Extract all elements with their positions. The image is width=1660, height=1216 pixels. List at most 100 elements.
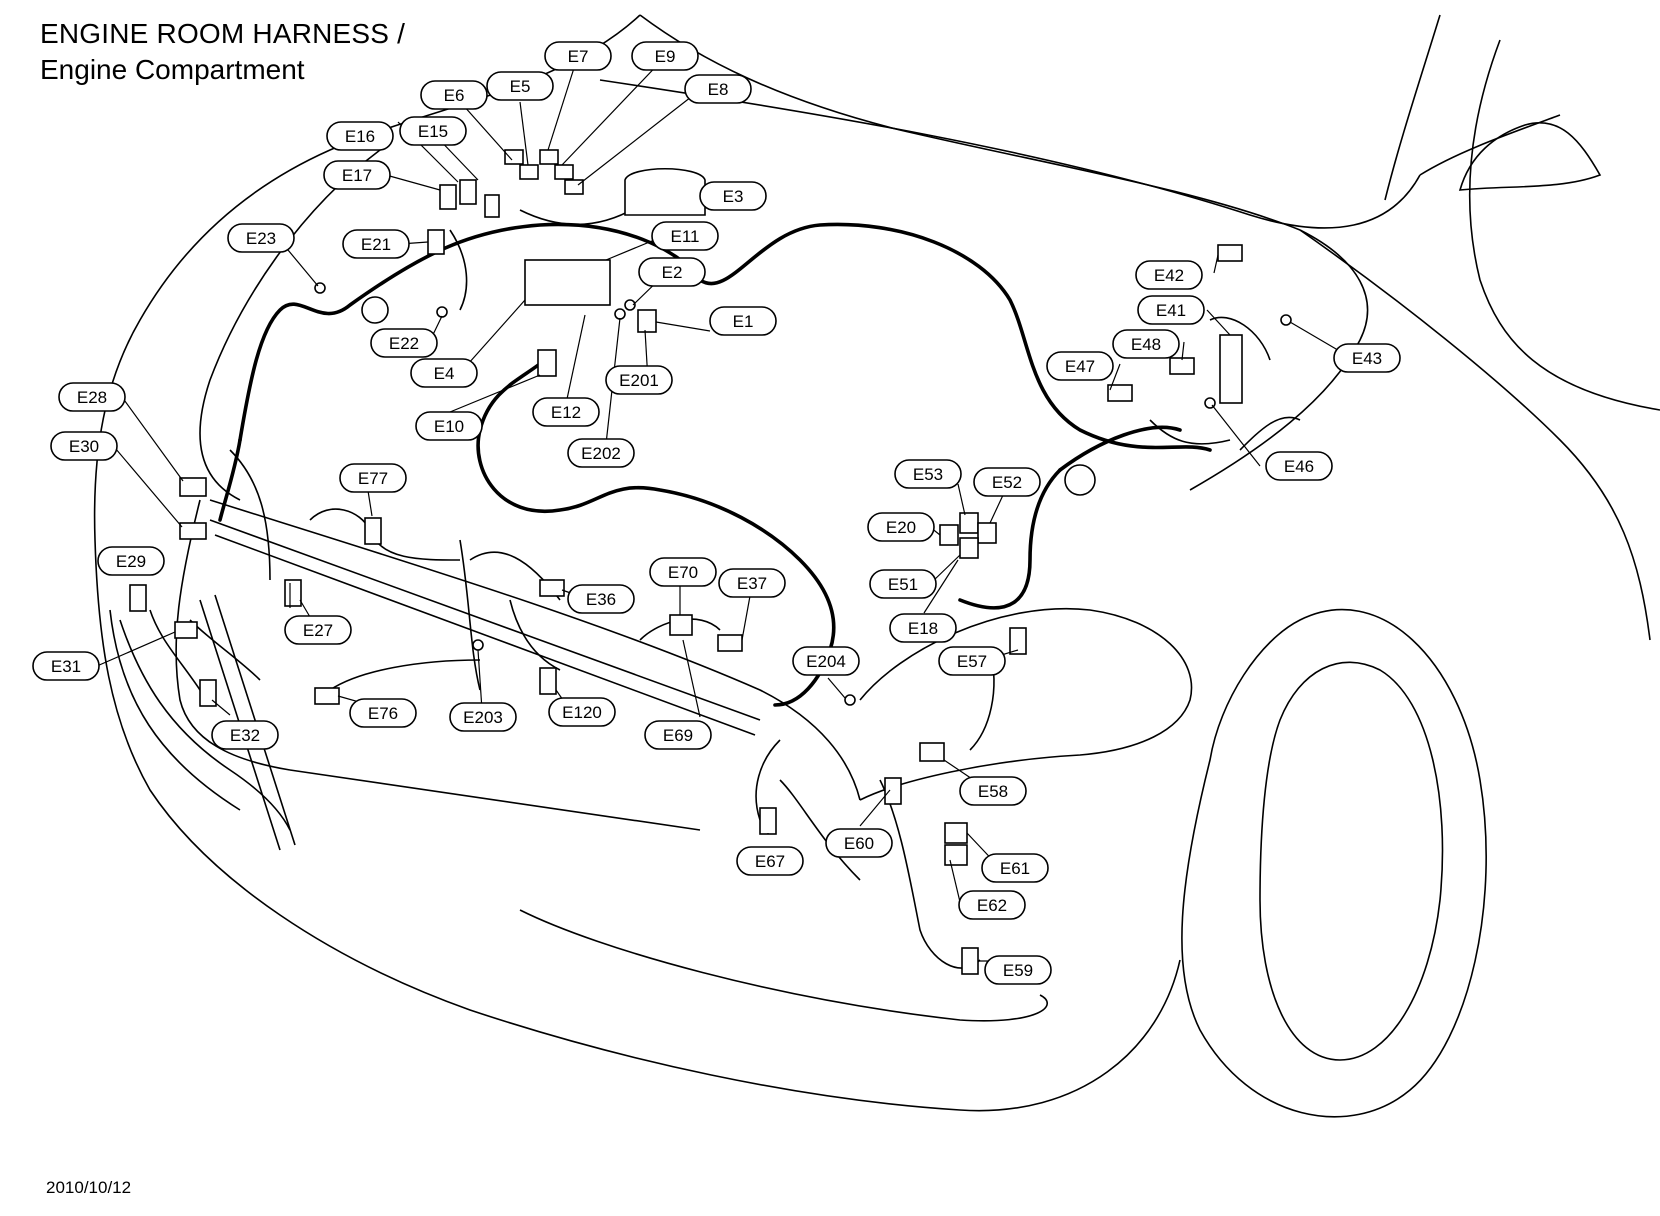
svg-text:E21: E21 [361, 235, 391, 254]
connector-e9-icon [554, 164, 574, 180]
svg-text:E23: E23 [246, 229, 276, 248]
svg-text:E70: E70 [668, 563, 698, 582]
label-e48: E48 [1112, 329, 1180, 359]
label-e70: E70 [649, 557, 717, 587]
svg-text:E52: E52 [992, 473, 1022, 492]
connector-e6-icon [504, 149, 524, 165]
ground-e202-icon [614, 308, 626, 320]
svg-text:E69: E69 [663, 726, 693, 745]
label-e47: E47 [1046, 351, 1114, 381]
label-e30: E30 [50, 431, 118, 461]
svg-text:E20: E20 [886, 518, 916, 537]
svg-text:E15: E15 [418, 122, 448, 141]
diagram-subtitle: Engine Compartment [40, 54, 305, 85]
label-e51: E51 [869, 569, 937, 599]
connector-e28-icon [179, 477, 207, 497]
svg-text:E42: E42 [1154, 266, 1184, 285]
label-e36: E36 [567, 584, 635, 614]
branch-wiring [149, 204, 1301, 969]
label-e41: E41 [1137, 295, 1205, 325]
label-e77: E77 [339, 463, 407, 493]
svg-text:E30: E30 [69, 437, 99, 456]
connector-e16-icon [439, 184, 457, 210]
svg-text:E201: E201 [619, 371, 659, 390]
svg-text:E57: E57 [957, 652, 987, 671]
label-e202: E202 [567, 438, 635, 468]
connector-e57-icon [1009, 627, 1027, 655]
label-e31: E31 [32, 651, 100, 681]
label-e120: E120 [548, 697, 616, 727]
svg-text:E17: E17 [342, 166, 372, 185]
svg-text:E2: E2 [662, 263, 683, 282]
label-e21: E21 [342, 229, 410, 259]
grommet-icon [361, 296, 389, 324]
svg-text:E60: E60 [844, 834, 874, 853]
svg-text:E16: E16 [345, 127, 375, 146]
label-e69: E69 [644, 720, 712, 750]
svg-text:E47: E47 [1065, 357, 1095, 376]
diagram-title: ENGINE ROOM HARNESS / [40, 18, 406, 49]
label-e53: E53 [894, 459, 962, 489]
svg-text:E8: E8 [708, 80, 729, 99]
connector-e21-icon [427, 229, 445, 255]
svg-text:E76: E76 [368, 704, 398, 723]
connector-e120-icon [539, 667, 557, 695]
label-e4: E4 [410, 358, 478, 388]
connector-symbols [129, 149, 1292, 975]
label-e58: E58 [959, 776, 1027, 806]
svg-text:E202: E202 [581, 444, 621, 463]
label-e32: E32 [211, 720, 279, 750]
connector-e53-icon [959, 512, 979, 534]
label-e12: E12 [532, 397, 600, 427]
label-e1: E1 [709, 306, 777, 336]
svg-text:E9: E9 [655, 47, 676, 66]
connector-e62-icon [944, 844, 968, 866]
label-e42: E42 [1135, 260, 1203, 290]
fuse-block-e3-icon [624, 168, 706, 216]
label-e27: E27 [284, 615, 352, 645]
connector-e27-icon [284, 579, 302, 607]
connector-e51-icon [959, 537, 979, 559]
revision-date: 2010/10/12 [46, 1178, 132, 1197]
connector-e41-icon [1219, 334, 1243, 404]
connector-e60-icon [884, 777, 902, 805]
svg-text:E59: E59 [1003, 961, 1033, 980]
label-e76: E76 [349, 698, 417, 728]
svg-text:E43: E43 [1352, 349, 1382, 368]
svg-text:E36: E36 [586, 590, 616, 609]
svg-text:E12: E12 [551, 403, 581, 422]
svg-text:E27: E27 [303, 621, 333, 640]
svg-text:E11: E11 [671, 227, 700, 246]
connector-e7-icon [539, 149, 559, 165]
svg-text:E48: E48 [1131, 335, 1161, 354]
connector-e58-icon [919, 742, 945, 762]
ground-e2-icon [624, 299, 636, 311]
label-e52: E52 [973, 467, 1041, 497]
connector-e52-icon [977, 522, 997, 544]
svg-text:E32: E32 [230, 726, 260, 745]
connector-e67-icon [759, 807, 777, 835]
label-e57: E57 [938, 646, 1006, 676]
connector-e76-icon [314, 687, 340, 705]
ground-e22-icon [436, 306, 448, 318]
connector-e17-icon [484, 194, 500, 218]
connector-e31-icon [174, 621, 198, 639]
svg-text:E41: E41 [1156, 301, 1186, 320]
ground-e204-icon [844, 694, 856, 706]
label-e22: E22 [370, 328, 438, 358]
connector-e70-icon [669, 614, 693, 636]
label-e29: E29 [97, 546, 165, 576]
connector-e36-icon [539, 579, 565, 597]
grommet-right-icon [1064, 464, 1096, 496]
svg-text:E5: E5 [510, 77, 531, 96]
label-e17: E17 [323, 160, 391, 190]
label-e61: E61 [981, 853, 1049, 883]
svg-text:E58: E58 [978, 782, 1008, 801]
label-e16: E16 [326, 121, 394, 151]
connector-e5-icon [519, 164, 539, 180]
svg-text:E6: E6 [444, 86, 465, 105]
svg-text:E3: E3 [723, 187, 744, 206]
label-e18: E18 [889, 613, 957, 643]
connector-e77-icon [364, 517, 382, 545]
label-e59: E59 [984, 955, 1052, 985]
